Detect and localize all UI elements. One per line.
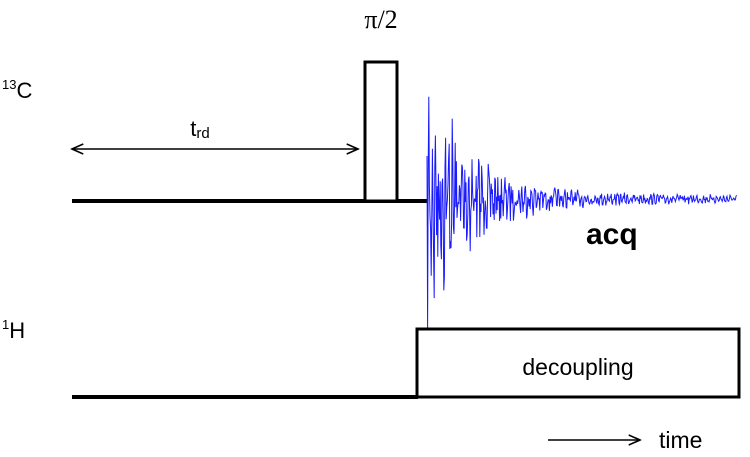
delay-label: trd — [190, 116, 209, 142]
proton-symbol: H — [9, 318, 25, 343]
carbon-channel-label: 13C — [2, 77, 32, 103]
pulse-label: π/2 — [364, 5, 397, 34]
carbon-mass-number: 13 — [2, 77, 16, 92]
decoupling-label: decoupling — [522, 354, 633, 380]
decoupling-block — [415, 327, 741, 399]
proton-channel-label: 1H — [2, 317, 25, 343]
acquisition-label: acq — [586, 218, 638, 251]
carbon-symbol: C — [16, 78, 32, 103]
proton-mass-number: 1 — [2, 317, 9, 332]
delay-subscript: rd — [196, 125, 209, 142]
fid-signal — [426, 96, 738, 332]
pulse-block — [363, 60, 399, 203]
delay-base: t — [190, 116, 196, 141]
time-label: time — [659, 427, 702, 453]
